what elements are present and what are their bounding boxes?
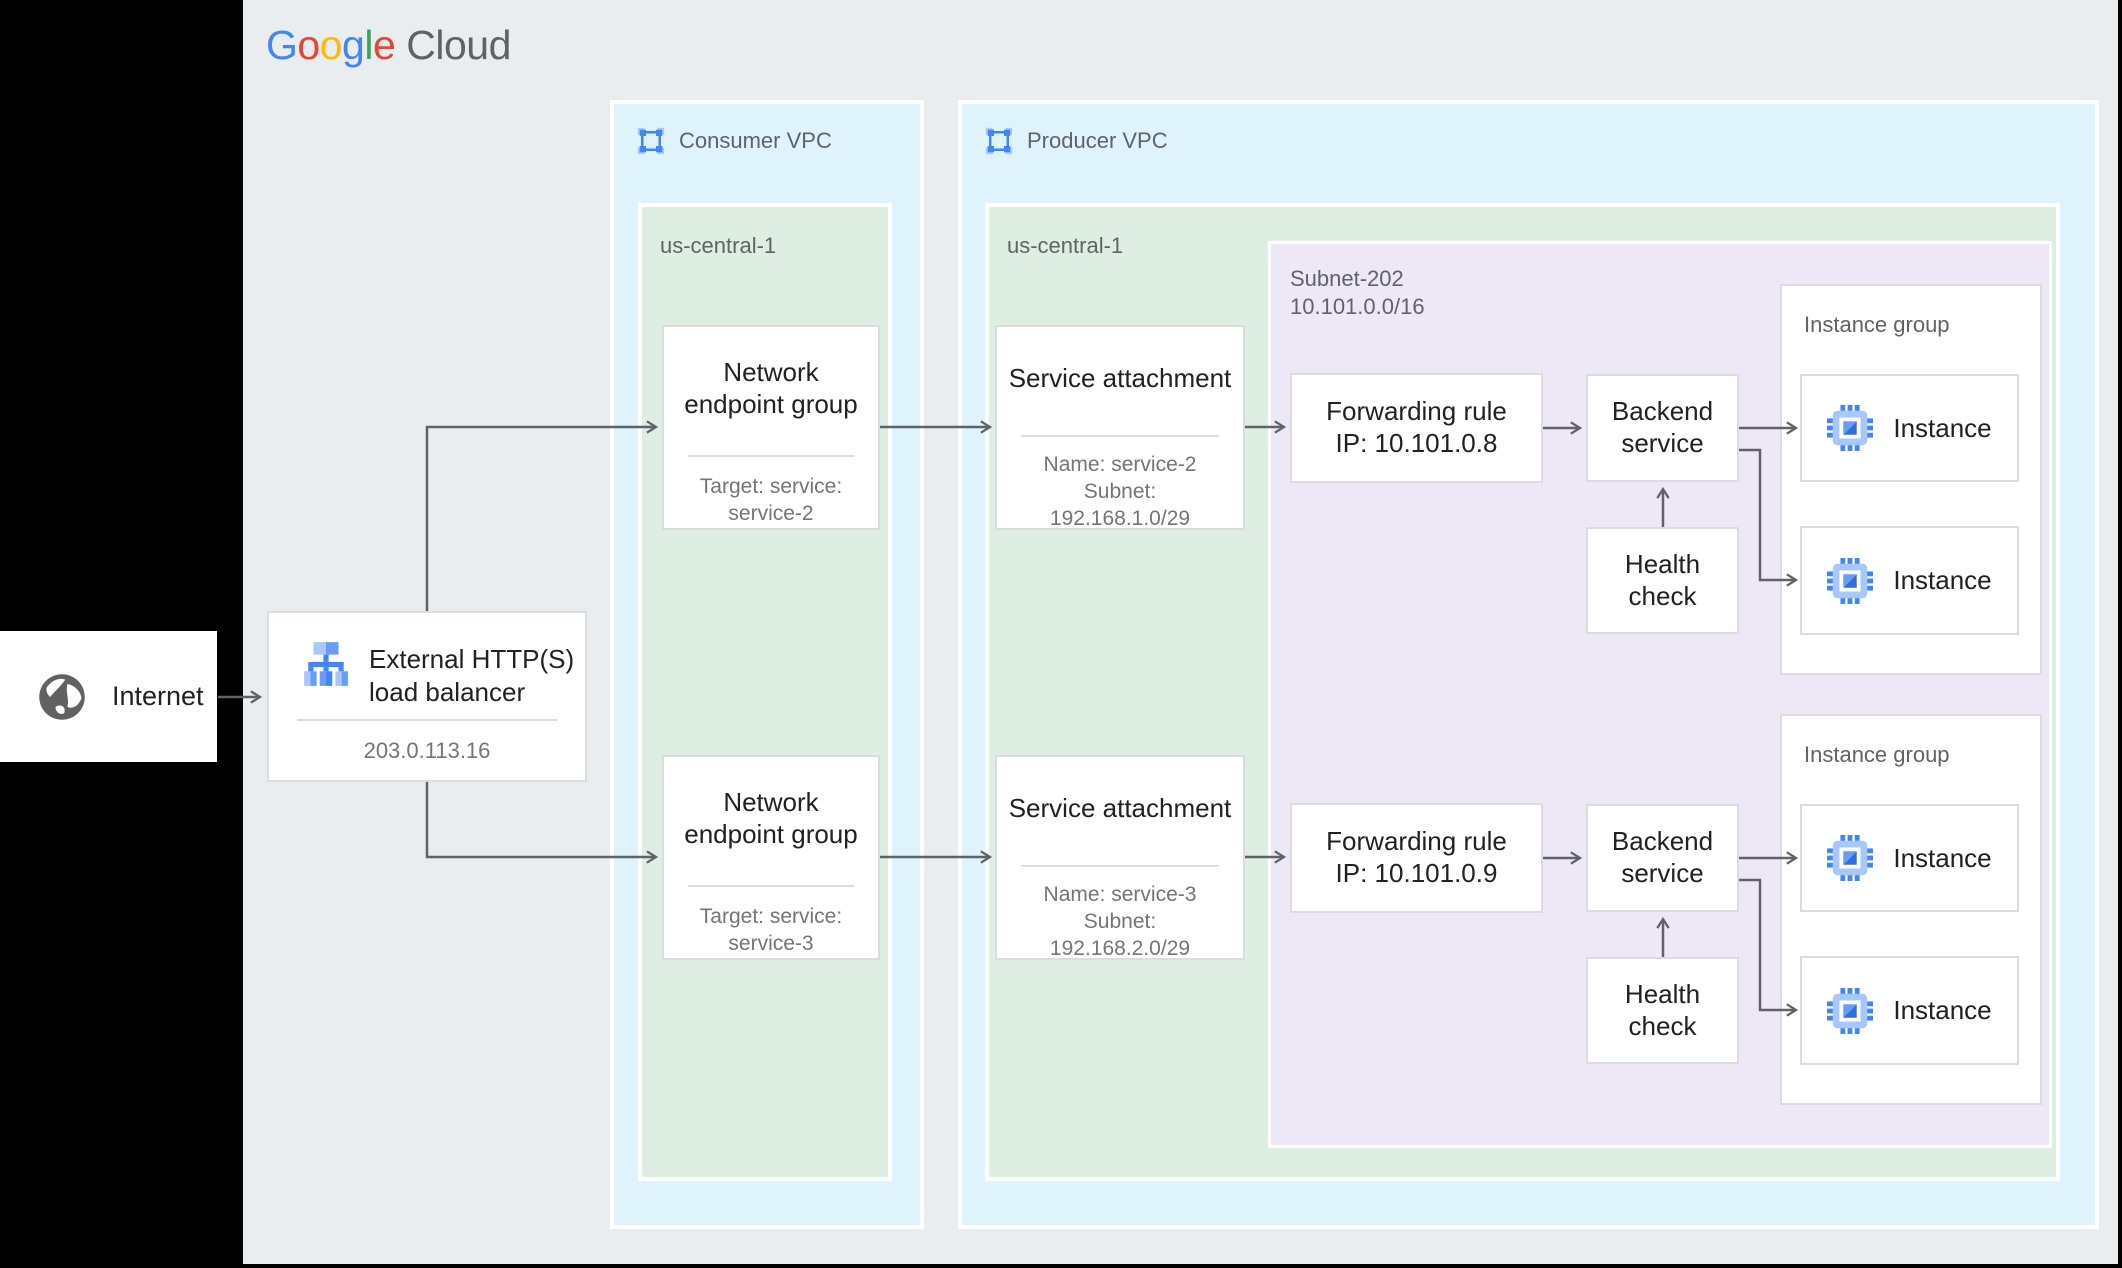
producer-region-label: us-central-1 xyxy=(1007,233,1124,258)
fr-bottom-line2: IP: 10.101.0.9 xyxy=(1335,858,1498,888)
vpc-network-icon xyxy=(636,126,666,156)
instance-top-1: Instance xyxy=(1800,374,2019,482)
producer-vpc-label: Producer VPC xyxy=(1027,128,1168,153)
network-endpoint-group-bottom: Network endpoint group Target: service: … xyxy=(662,755,880,960)
divider xyxy=(688,455,854,457)
health-check-top: Health check xyxy=(1586,527,1739,634)
logo-letter: e xyxy=(372,22,396,68)
instance-top-2: Instance xyxy=(1800,526,2019,635)
hc-bottom-label: Health check xyxy=(1624,978,1701,1041)
sa-bottom-name: Name: service-3 xyxy=(1043,883,1197,906)
divider xyxy=(1021,865,1219,867)
instance-label: Instance xyxy=(1893,842,1992,873)
divider xyxy=(688,885,854,887)
bs-bottom-label: Backend service xyxy=(1611,826,1714,888)
sa-bottom-title: Service attachment xyxy=(1008,793,1232,823)
neg-top-target: Target: service: service-2 xyxy=(699,475,843,526)
logo-letter: o xyxy=(297,22,320,68)
service-attachment-bottom: Service attachment Name: service-3 Subne… xyxy=(995,755,1245,960)
compute-instance-icon xyxy=(1827,557,1874,604)
instance-bottom-1: Instance xyxy=(1800,804,2019,912)
neg-bottom-target: Target: service: service-3 xyxy=(699,905,843,956)
network-endpoint-group-top: Network endpoint group Target: service: … xyxy=(662,325,880,530)
fr-top-line2: IP: 10.101.0.8 xyxy=(1335,428,1498,458)
logo-letter: o xyxy=(319,22,343,68)
compute-instance-icon xyxy=(1827,987,1874,1034)
lb-ip: 203.0.113.16 xyxy=(363,738,491,763)
instance-bottom-2: Instance xyxy=(1800,956,2019,1065)
sa-top-title: Service attachment xyxy=(1008,363,1232,393)
logo-letter: g xyxy=(342,22,365,68)
fr-bottom-line1: Forwarding rule xyxy=(1326,826,1507,857)
lb-title-line1: External HTTP(S) xyxy=(369,644,575,674)
load-balancer-icon xyxy=(304,642,348,686)
instance-label: Instance xyxy=(1893,995,1992,1025)
hc-top-label: Health check xyxy=(1624,548,1701,611)
sa-bottom-subnet-word: Subnet: xyxy=(1083,910,1157,933)
neg-bottom-title: Network endpoint group xyxy=(684,787,858,849)
vpc-network-icon xyxy=(984,126,1014,156)
sa-bottom-cidr: 192.168.2.0/29 xyxy=(1049,937,1191,960)
fr-top-line1: Forwarding rule xyxy=(1326,396,1507,427)
internet-node: Internet xyxy=(0,631,217,762)
consumer-vpc-header: Consumer VPC xyxy=(636,126,832,156)
consumer-region-label: us-central-1 xyxy=(660,233,777,258)
logo-cloud-text: Cloud xyxy=(406,22,511,68)
compute-instance-icon xyxy=(1827,405,1874,451)
subnet-label: Subnet-202 10.101.0.0/16 xyxy=(1290,265,1425,320)
health-check-bottom: Health check xyxy=(1586,957,1739,1064)
service-attachment-top: Service attachment Name: service-2 Subne… xyxy=(995,325,1245,530)
forwarding-rule-top: Forwarding rule IP: 10.101.0.8 xyxy=(1290,373,1543,483)
ig-bottom-label: Instance group xyxy=(1804,742,1950,767)
bs-top-label: Backend service xyxy=(1611,396,1714,458)
instance-label: Instance xyxy=(1893,412,1992,443)
subnet-name: Subnet-202 xyxy=(1290,266,1404,291)
logo-letter: l xyxy=(364,22,373,68)
compute-instance-icon xyxy=(1827,835,1874,881)
sa-top-subnet-word: Subnet: xyxy=(1083,480,1157,503)
backend-service-bottom: Backend service xyxy=(1586,804,1739,912)
divider xyxy=(1021,435,1219,437)
producer-vpc-header: Producer VPC xyxy=(984,126,1168,156)
ig-top-label: Instance group xyxy=(1804,312,1950,337)
lb-title-line2: load balancer xyxy=(369,676,526,707)
divider xyxy=(297,719,557,721)
instance-label: Instance xyxy=(1893,565,1992,595)
logo-letter: G xyxy=(266,22,298,68)
neg-top-title: Network endpoint group xyxy=(684,357,858,419)
forwarding-rule-bottom: Forwarding rule IP: 10.101.0.9 xyxy=(1290,803,1543,913)
sa-top-cidr: 192.168.1.0/29 xyxy=(1049,507,1191,530)
globe-icon xyxy=(39,673,85,720)
sa-top-name: Name: service-2 xyxy=(1043,453,1197,476)
subnet-cidr: 10.101.0.0/16 xyxy=(1290,293,1425,319)
backend-service-top: Backend service xyxy=(1586,374,1739,482)
internet-label: Internet xyxy=(112,681,204,711)
consumer-vpc-label: Consumer VPC xyxy=(679,128,832,153)
external-https-load-balancer: External HTTP(S) load balancer 203.0.113… xyxy=(267,611,587,782)
